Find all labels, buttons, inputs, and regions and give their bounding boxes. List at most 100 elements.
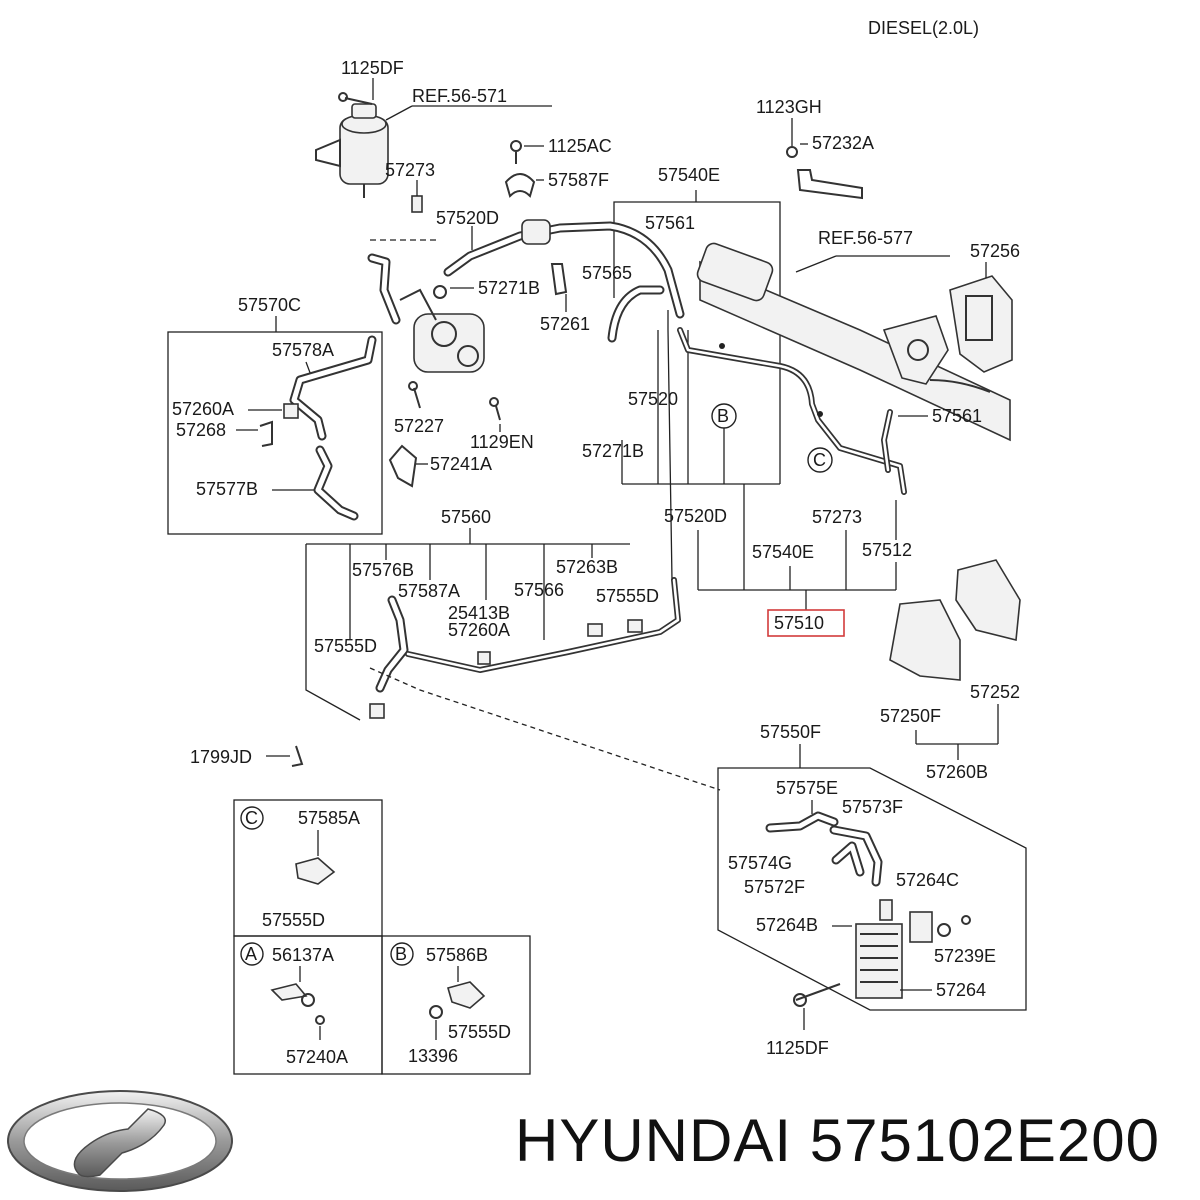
label-25413B: 25413B	[448, 603, 510, 623]
marker-C: C	[807, 447, 833, 473]
ref-56-577: REF.56-577	[818, 228, 913, 248]
label-57263B: 57263B	[556, 557, 618, 577]
hose-57560	[369, 577, 681, 719]
label-57227: 57227	[394, 416, 444, 436]
label-57261: 57261	[540, 314, 590, 334]
label-57264: 57264	[936, 980, 986, 1000]
label-56137A: 56137A	[272, 945, 334, 965]
label-57232A: 57232A	[812, 133, 874, 153]
marker-B: B	[711, 403, 737, 429]
svg-text:B: B	[717, 406, 729, 426]
label-57268: 57268	[176, 420, 226, 440]
hose-57520D	[443, 219, 685, 319]
oil-cooler	[765, 811, 971, 1007]
label-57240A: 57240A	[286, 1047, 348, 1067]
bolt-1129EN	[489, 397, 501, 421]
label-57273-mid: 57273	[812, 507, 862, 527]
label-57273-top: 57273	[385, 160, 435, 180]
label-57586B: 57586B	[426, 945, 488, 965]
svg-text:B: B	[395, 944, 407, 964]
ref-56-571: REF.56-571	[412, 86, 507, 106]
label-1799JD: 1799JD	[190, 747, 252, 767]
clamp-57587F	[504, 173, 536, 198]
marker-A: A	[240, 942, 264, 966]
label-57555D-left: 57555D	[314, 636, 377, 656]
label-57264B: 57264B	[756, 915, 818, 935]
label-57555D-boxC: 57555D	[262, 910, 325, 930]
label-57520D-mid: 57520D	[664, 506, 727, 526]
label-57550F: 57550F	[760, 722, 821, 742]
bolt-57273	[411, 180, 423, 213]
label-57578A: 57578A	[272, 340, 334, 360]
clamp-56137A	[270, 983, 325, 1025]
bracket-57256	[949, 275, 1013, 373]
suction-hose	[367, 239, 440, 325]
hyundai-logo	[7, 1090, 233, 1192]
clamp-57585A	[295, 857, 336, 885]
svg-text:C: C	[245, 808, 258, 828]
highlight-57510[interactable]	[767, 609, 845, 637]
svg-text:C: C	[813, 450, 826, 470]
label-57565: 57565	[582, 263, 632, 283]
hose-57578A	[289, 335, 377, 441]
marker-C-box: C	[240, 806, 264, 830]
power-steering-pump	[399, 285, 485, 373]
hose-57565	[607, 285, 665, 343]
bolt-1125AC	[510, 140, 522, 164]
label-57260A-left: 57260A	[172, 399, 234, 419]
clip-57260A	[283, 403, 299, 419]
brand-part-number: HYUNDAI 575102E200	[515, 1107, 1161, 1174]
label-57574G: 57574G	[728, 853, 792, 873]
box-57550F	[717, 767, 1027, 1011]
box-B	[381, 935, 531, 1075]
label-57561-top: 57561	[645, 213, 695, 233]
label-57540E-mid: 57540E	[752, 542, 814, 562]
bracket-57268	[259, 420, 273, 447]
label-1125DF-top: 1125DF	[341, 58, 404, 78]
label-57576B: 57576B	[352, 560, 414, 580]
pipe-57520	[677, 327, 907, 495]
label-57260A-mid: 57260A	[448, 620, 510, 640]
label-57585A: 57585A	[298, 808, 360, 828]
hose-57577B	[313, 445, 359, 521]
heat-shields	[889, 559, 1021, 681]
reservoir-part	[315, 92, 389, 198]
label-13396: 13396	[408, 1046, 458, 1066]
label-1125AC: 1125AC	[548, 136, 612, 156]
label-57555D-right: 57555D	[596, 586, 659, 606]
label-57566: 57566	[514, 580, 564, 600]
label-57520D-top: 57520D	[436, 208, 499, 228]
label-57555D-boxB: 57555D	[448, 1022, 511, 1042]
box-57570C	[167, 331, 383, 535]
label-1129EN: 1129EN	[470, 432, 534, 452]
bracket-57241A	[388, 444, 418, 488]
label-57520: 57520	[628, 389, 678, 409]
clip-1799JD	[291, 745, 304, 767]
label-57512: 57512	[862, 540, 912, 560]
label-57587A: 57587A	[398, 581, 460, 601]
label-57256: 57256	[970, 241, 1020, 261]
label-1123GH: 1123GH	[756, 97, 822, 117]
label-57561-right: 57561	[932, 406, 982, 426]
label-57570C: 57570C	[238, 295, 301, 315]
label-57587F: 57587F	[548, 170, 609, 190]
bolt-57227	[408, 381, 421, 409]
label-57510: 57510	[774, 613, 824, 633]
box-57560-left	[305, 544, 361, 721]
label-1125DF-bottom: 1125DF	[766, 1038, 829, 1058]
label-57260B: 57260B	[926, 762, 988, 782]
steering-rack	[696, 242, 1011, 442]
label-57560: 57560	[441, 507, 491, 527]
label-57271B-top: 57271B	[478, 278, 540, 298]
clamp-57586B	[429, 981, 486, 1019]
bracket-57261	[550, 263, 568, 296]
svg-text:A: A	[245, 944, 257, 964]
label-57572F: 57572F	[744, 877, 805, 897]
label-57540E-top: 57540E	[658, 165, 720, 185]
bracket-57232A	[786, 146, 863, 200]
label-57241A: 57241A	[430, 454, 492, 474]
label-57575E: 57575E	[776, 778, 838, 798]
label-57577B: 57577B	[196, 479, 258, 499]
label-57250F: 57250F	[880, 706, 941, 726]
